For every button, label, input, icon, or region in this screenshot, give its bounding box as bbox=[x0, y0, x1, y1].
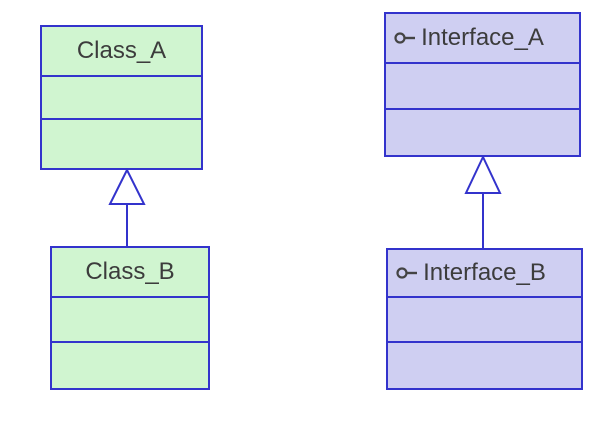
class-node-class-b[interactable]: Class_B bbox=[50, 246, 210, 390]
class-name-label: Class_A bbox=[76, 37, 167, 64]
attributes-compartment bbox=[386, 62, 579, 108]
interface-node-interface-a[interactable]: Interface_A bbox=[384, 12, 581, 157]
generalization-arrow-interfaces[interactable] bbox=[462, 155, 504, 250]
interface-lollipop-icon bbox=[394, 32, 415, 44]
interface-node-interface-b[interactable]: Interface_B bbox=[386, 248, 583, 390]
operations-compartment bbox=[386, 108, 579, 155]
interface-lollipop-icon bbox=[396, 267, 417, 279]
interface-name-label: Interface_A bbox=[421, 24, 544, 51]
interface-name-compartment: Interface_B bbox=[388, 250, 581, 296]
generalization-arrow-classes[interactable] bbox=[106, 168, 148, 248]
operations-compartment bbox=[388, 341, 581, 388]
class-name-compartment: Class_B bbox=[52, 248, 208, 296]
class-name-label: Class_B bbox=[85, 258, 175, 285]
class-node-class-a[interactable]: Class_A bbox=[40, 25, 203, 170]
attributes-compartment bbox=[42, 75, 201, 118]
interface-name-compartment: Interface_A bbox=[386, 14, 579, 62]
interface-name-label: Interface_B bbox=[423, 259, 546, 286]
generalization-triangle-icon bbox=[108, 168, 146, 248]
operations-compartment bbox=[52, 341, 208, 388]
generalization-triangle-icon bbox=[464, 155, 502, 250]
class-name-compartment: Class_A bbox=[42, 27, 201, 75]
operations-compartment bbox=[42, 118, 201, 168]
attributes-compartment bbox=[388, 296, 581, 341]
attributes-compartment bbox=[52, 296, 208, 341]
